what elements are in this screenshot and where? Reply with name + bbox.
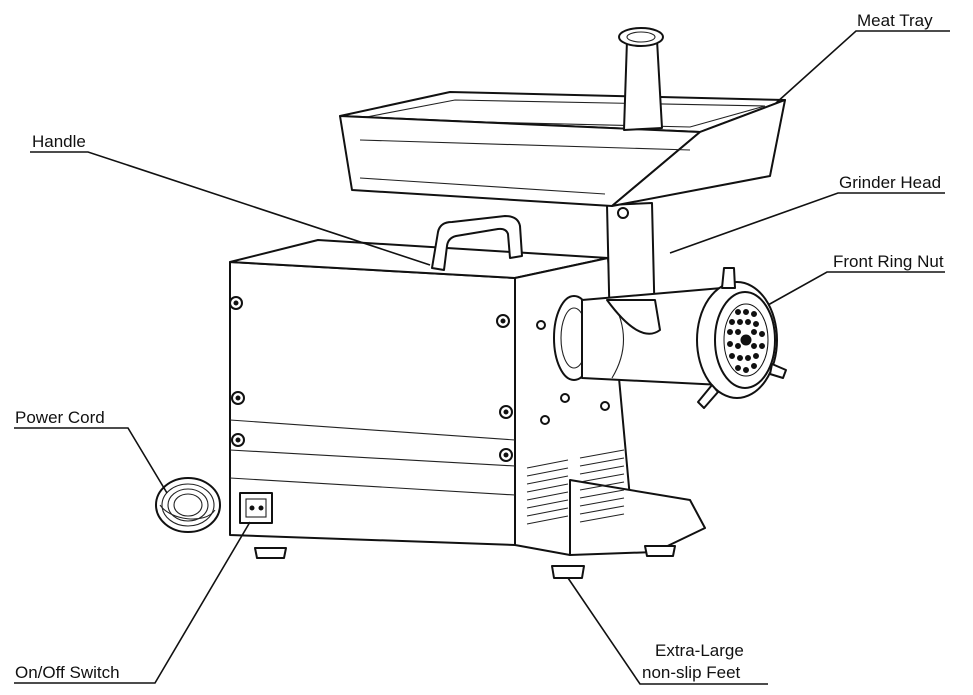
meat-tray-leader	[775, 30, 950, 104]
front-ring-nut-leader	[767, 271, 945, 306]
label-power-cord: Power Cord	[15, 408, 105, 427]
handle-leader	[30, 151, 431, 266]
grinder-head	[553, 202, 723, 386]
label-meat-tray: Meat Tray	[857, 11, 933, 30]
power-cord-leader	[14, 427, 168, 494]
front-ring-nut	[696, 267, 787, 409]
meat-tray	[339, 27, 786, 207]
on-off-switch-leader	[14, 521, 251, 684]
label-feet-line2: non-slip Feet	[642, 663, 741, 682]
label-on-off-switch: On/Off Switch	[15, 663, 120, 682]
labels: Meat Tray Handle Grinder Head Front Ring…	[15, 11, 944, 682]
meat-grinder-illustration	[155, 27, 787, 579]
motor-housing	[229, 239, 706, 556]
label-handle: Handle	[32, 132, 86, 151]
handle	[431, 215, 523, 271]
label-feet-line1: Extra-Large	[655, 641, 744, 660]
on-off-switch	[239, 492, 273, 524]
label-grinder-head: Grinder Head	[839, 173, 941, 192]
grinder-head-leader	[669, 192, 945, 254]
power-cord-coil	[155, 477, 221, 533]
feet-leader	[567, 577, 768, 685]
label-front-ring-nut: Front Ring Nut	[833, 252, 944, 271]
non-slip-feet	[254, 545, 676, 579]
leader-lines	[14, 30, 950, 685]
